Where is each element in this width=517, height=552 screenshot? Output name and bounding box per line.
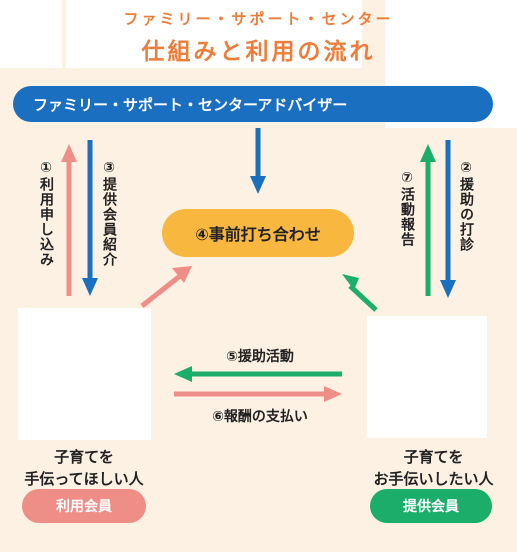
user-image-box xyxy=(18,308,151,440)
arrow-step5-head xyxy=(174,366,192,382)
arrow-step2-head xyxy=(440,280,456,298)
arrow-provider-to-meeting xyxy=(348,284,378,312)
white-panel-title xyxy=(66,0,362,68)
user-member-description: 子育てを 手伝ってほしい人 xyxy=(0,446,168,490)
provider-image-box xyxy=(367,316,487,438)
provider-member-badge: 提供会員 xyxy=(370,489,492,523)
arrow-banner-to-meeting-head xyxy=(250,176,266,194)
meeting-step-box: ④事前打ち合わせ xyxy=(162,209,354,257)
arrow-user-to-meeting-head xyxy=(172,266,192,283)
arrow-step1-head xyxy=(61,144,77,162)
provider-member-line1: 子育てを xyxy=(403,448,464,466)
arrow-user-to-meeting xyxy=(140,274,182,308)
white-panel-top-left xyxy=(0,0,62,68)
arrow-step7-head xyxy=(420,144,436,162)
arrow-step3-head xyxy=(82,278,98,296)
step2-label: ②援助の打診 xyxy=(458,160,474,252)
user-member-badge-label: 利用会員 xyxy=(56,499,112,515)
arrow-step6-head xyxy=(324,386,342,402)
step6-label: ⑥報酬の支払い xyxy=(212,409,308,425)
meeting-step-label: ④事前打ち合わせ xyxy=(195,225,321,244)
user-member-badge: 利用会員 xyxy=(22,489,146,523)
user-member-line1: 子育てを xyxy=(54,448,114,466)
title-line1: ファミリー・サポート・センター xyxy=(123,10,394,28)
arrow-provider-to-meeting-head xyxy=(342,274,359,290)
step1-label: ①利用申し込み xyxy=(38,160,54,267)
step7-label: ⑦活動報告 xyxy=(399,170,415,247)
user-member-line2: 手伝ってほしい人 xyxy=(24,470,144,488)
provider-member-line2: お手伝いしたい人 xyxy=(373,470,494,488)
advisor-banner: ファミリー・サポート・センターアドバイザー xyxy=(13,86,493,122)
provider-member-description: 子育てを お手伝いしたい人 xyxy=(350,446,517,490)
page-title: 仕組みと利用の流れ xyxy=(141,39,376,65)
provider-member-badge-label: 提供会員 xyxy=(403,499,459,515)
step3-label: ③提供会員紹介 xyxy=(101,160,117,267)
step5-label: ⑤援助活動 xyxy=(226,349,294,365)
advisor-banner-label: ファミリー・サポート・センターアドバイザー xyxy=(33,95,348,114)
